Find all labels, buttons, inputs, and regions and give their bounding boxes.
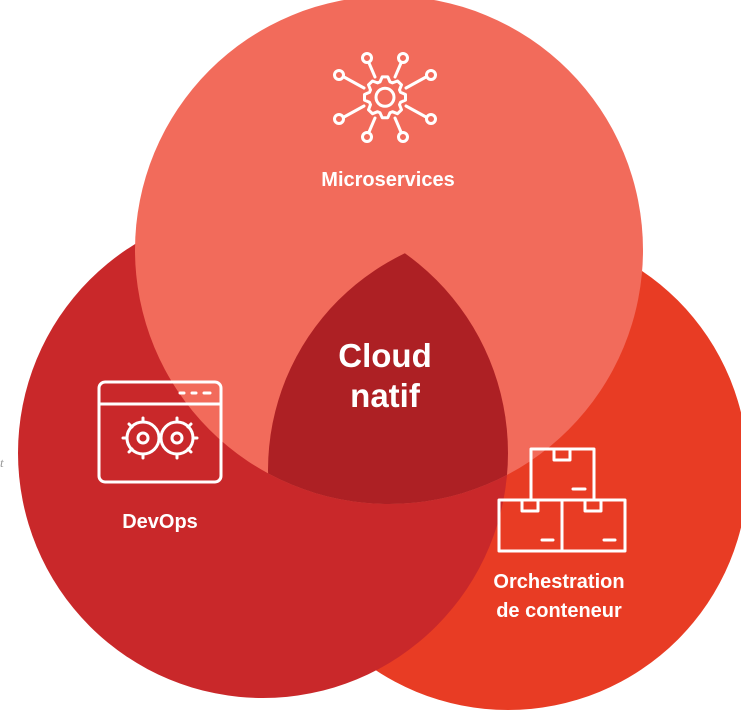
browser-gears-icon bbox=[97, 380, 223, 484]
microservices-label: Microservices bbox=[321, 169, 455, 191]
microservices-circle bbox=[135, 0, 643, 504]
orchestration-label-line2: de conteneur bbox=[496, 600, 622, 622]
stacked-boxes-icon bbox=[497, 447, 627, 553]
stray-text: t bbox=[0, 455, 4, 470]
network-gear-icon bbox=[333, 52, 437, 143]
center-label-line1: Cloud bbox=[338, 337, 432, 374]
orchestration-label-line1: Orchestration bbox=[493, 571, 625, 593]
center-label-line2: natif bbox=[350, 377, 420, 414]
devops-label: DevOps bbox=[122, 511, 198, 533]
